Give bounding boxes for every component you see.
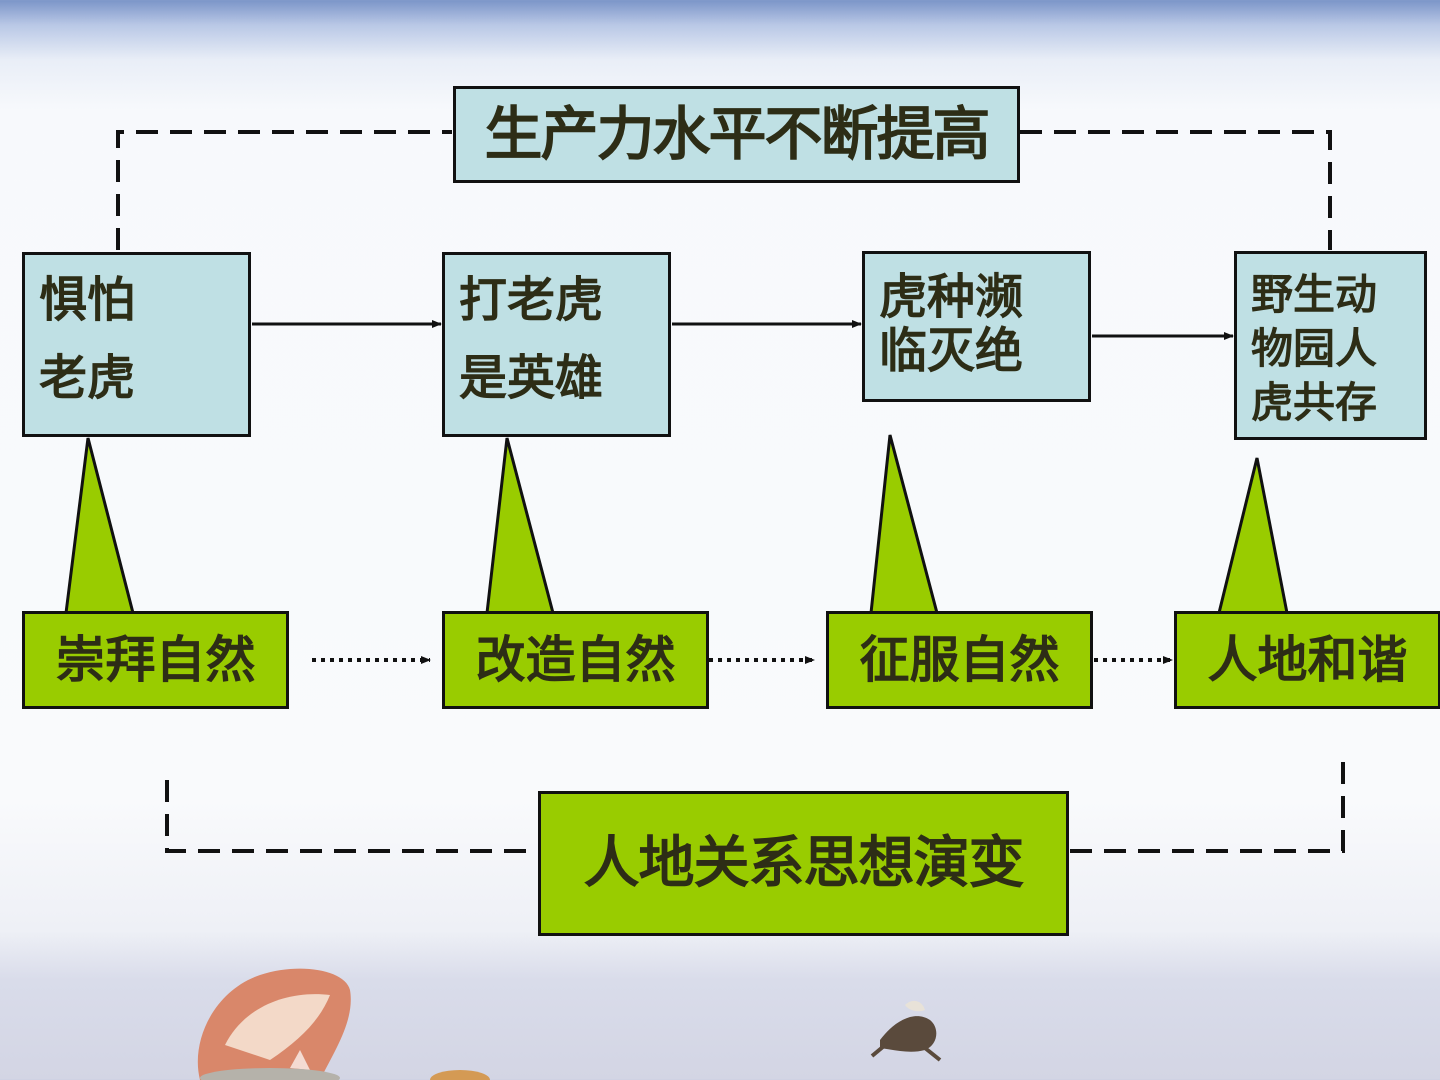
- view-box-1: 崇拜自然: [22, 611, 289, 709]
- stage-2-line-2: 是英雄: [459, 357, 668, 399]
- callout-pointer-1: [66, 438, 133, 613]
- stage-1-line-2: 老虎: [39, 357, 248, 399]
- goat-image: [872, 1001, 940, 1060]
- stage-1-line-1: 惧怕: [39, 279, 248, 321]
- stage-2-line-1: 打老虎: [459, 279, 668, 321]
- callout-pointer-3: [871, 435, 937, 613]
- stage-4-line-2: 物园人: [1251, 322, 1424, 376]
- stage-3-line-1: 虎种濒: [879, 270, 1088, 324]
- callout-pointer-2: [487, 438, 553, 613]
- stage-box-1: 惧怕 老虎: [22, 252, 251, 437]
- stage-3-line-2: 临灭绝: [879, 324, 1088, 378]
- stage-box-2: 打老虎 是英雄: [442, 252, 671, 437]
- view-box-3: 征服自然: [826, 611, 1093, 709]
- stage-box-3: 虎种濒 临灭绝: [862, 251, 1091, 402]
- evolution-label: 人地关系思想演变: [538, 791, 1069, 936]
- stage-box-4: 野生动 物园人 虎共存: [1234, 251, 1427, 440]
- view-box-4: 人地和谐: [1174, 611, 1440, 709]
- stage-4-line-3: 虎共存: [1251, 376, 1424, 430]
- callout-pointer-4: [1219, 458, 1287, 613]
- stage-4-line-1: 野生动: [1251, 268, 1424, 322]
- view-box-2: 改造自然: [442, 611, 709, 709]
- background-scene-image: [0, 950, 1440, 1080]
- productivity-label: 生产力水平不断提高: [453, 86, 1020, 183]
